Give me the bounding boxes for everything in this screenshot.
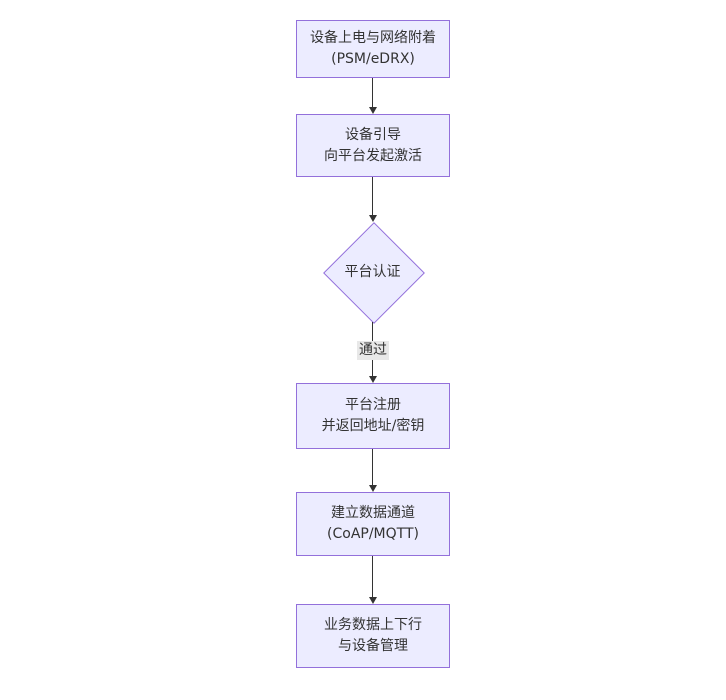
edge-bootstrap-to-auth	[368, 177, 377, 222]
node-text-line: 业务数据上下行	[324, 617, 422, 633]
node-business-data-mgmt: 业务数据上下行 与设备管理	[296, 604, 450, 668]
node-text-line: (CoAP/MQTT)	[327, 526, 419, 542]
edge-line	[372, 556, 373, 597]
node-text-line: 设备上电与网络附着	[310, 30, 436, 46]
edge-channel-to-business	[368, 556, 377, 604]
edge-line	[372, 449, 373, 485]
edge-power-to-bootstrap	[368, 78, 377, 114]
node-device-bootstrap: 设备引导 向平台发起激活	[296, 114, 450, 177]
arrowhead-icon	[368, 597, 377, 604]
edge-line	[372, 78, 373, 107]
node-text-line: (PSM/eDRX)	[331, 51, 415, 67]
arrowhead-icon	[368, 485, 377, 492]
node-text-line: 建立数据通道	[331, 505, 415, 521]
node-text-line: 平台注册	[345, 397, 401, 413]
node-data-channel: 建立数据通道 (CoAP/MQTT)	[296, 492, 450, 556]
arrowhead-icon	[368, 107, 377, 114]
edge-register-to-channel	[368, 449, 377, 492]
node-platform-auth: 平台认证	[322, 222, 425, 324]
edge-label-pass: 通过	[357, 341, 389, 360]
arrowhead-icon	[368, 376, 377, 383]
edge-line	[372, 177, 373, 215]
node-text-line: 设备引导	[345, 126, 401, 143]
node-text-line: 平台认证	[344, 263, 401, 280]
node-power-network-attach: 设备上电与网络附着 (PSM/eDRX)	[296, 20, 450, 78]
node-text-line: 并返回地址/密钥	[321, 418, 425, 434]
node-text-line: 向平台发起激活	[324, 147, 422, 164]
node-platform-register: 平台注册 并返回地址/密钥	[296, 383, 450, 449]
node-text-line: 与设备管理	[338, 638, 408, 654]
arrowhead-icon	[368, 215, 377, 222]
